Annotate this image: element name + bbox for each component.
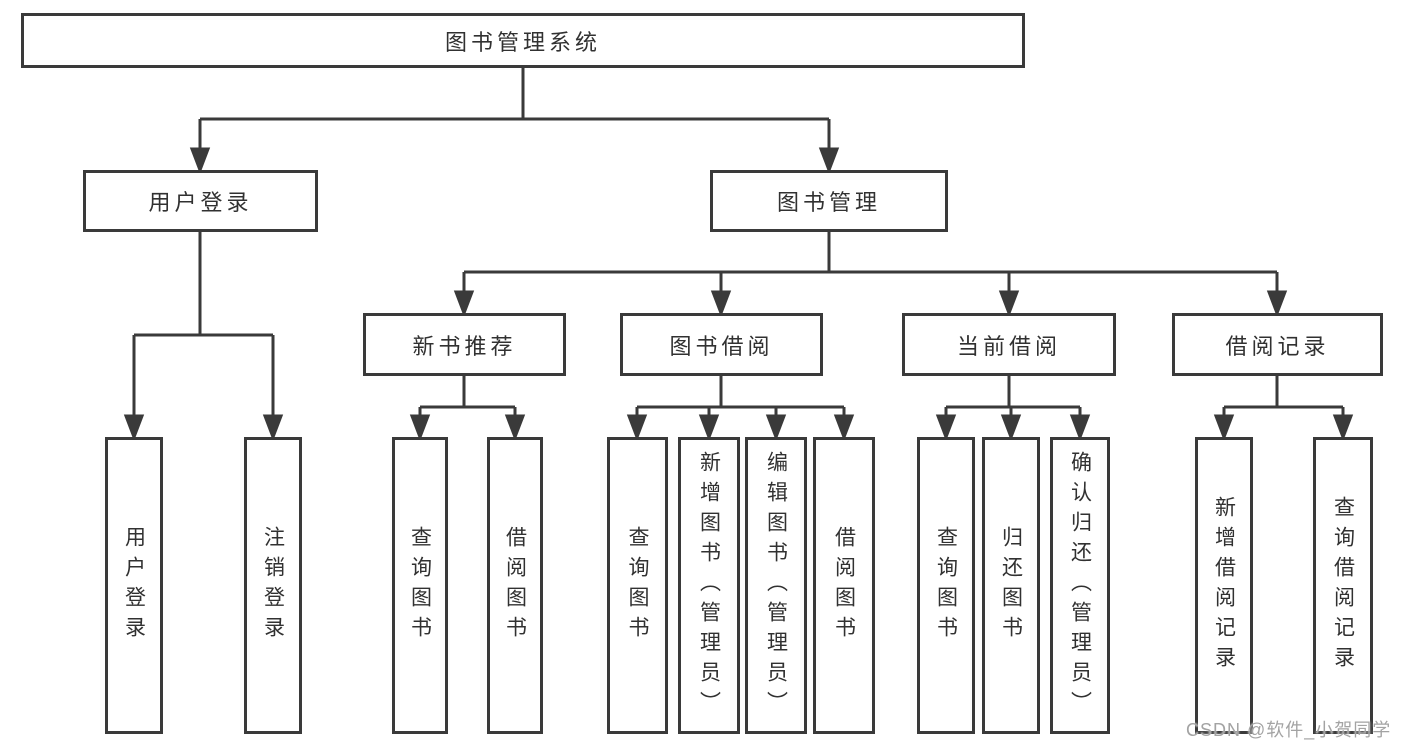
node-borrow-records: 借阅记录 [1172, 313, 1383, 376]
arrow-down-icon [504, 414, 526, 442]
arrow-down-icon [1213, 414, 1235, 442]
arrow-down-icon [1266, 290, 1288, 318]
arrow-down-icon [409, 414, 431, 442]
connector-book-borrow-children [626, 376, 855, 442]
connector-book-mgmt-children [453, 232, 1288, 318]
node-leaf-query-books-1: 查询图书 [392, 437, 448, 734]
node-new-book-recommend: 新书推荐 [363, 313, 566, 376]
connector-borrow-records-children [1213, 376, 1354, 442]
node-book-management: 图书管理 [710, 170, 948, 232]
connector-new-book-children [409, 376, 526, 442]
arrow-down-icon [189, 147, 211, 175]
node-user-login: 用户登录 [83, 170, 318, 232]
node-leaf-confirm-return-admin: 确认归还（管理员） [1050, 437, 1110, 734]
connector-line [198, 68, 831, 152]
arrow-down-icon [1069, 414, 1091, 442]
arrow-down-icon [453, 290, 475, 318]
node-current-borrow: 当前借阅 [902, 313, 1116, 376]
csdn-watermark: CSDN @软件_小贺同学 [1186, 720, 1392, 740]
connector-line [418, 376, 517, 419]
node-leaf-add-borrow-record: 新增借阅记录 [1195, 437, 1253, 734]
node-leaf-query-books-2: 查询图书 [607, 437, 668, 734]
node-leaf-edit-book-admin: 编辑图书（管理员） [745, 437, 807, 734]
connector-line [462, 232, 1279, 295]
connector-line [132, 232, 275, 419]
arrow-down-icon [935, 414, 957, 442]
node-leaf-query-books-3: 查询图书 [917, 437, 975, 734]
node-book-borrow: 图书借阅 [620, 313, 823, 376]
arrow-down-icon [765, 414, 787, 442]
node-leaf-borrow-books-1: 借阅图书 [487, 437, 543, 734]
connector-user-login-children [123, 232, 284, 442]
arrow-down-icon [1000, 414, 1022, 442]
arrow-down-icon [1332, 414, 1354, 442]
arrow-down-icon [833, 414, 855, 442]
arrow-down-icon [998, 290, 1020, 318]
connector-current-borrow-children [935, 376, 1091, 442]
node-leaf-query-borrow-record: 查询借阅记录 [1313, 437, 1373, 734]
arrow-down-icon [710, 290, 732, 318]
connector-line [944, 376, 1082, 419]
arrow-down-icon [818, 147, 840, 175]
node-leaf-return-book: 归还图书 [982, 437, 1040, 734]
connector-line [1222, 376, 1345, 419]
node-leaf-add-book-admin: 新增图书（管理员） [678, 437, 740, 734]
arrow-down-icon [698, 414, 720, 442]
node-leaf-borrow-books-2: 借阅图书 [813, 437, 875, 734]
node-leaf-logout: 注销登录 [244, 437, 302, 734]
arrow-down-icon [262, 414, 284, 442]
connector-root-to-level2 [189, 68, 840, 175]
node-library-system: 图书管理系统 [21, 13, 1025, 68]
arrow-down-icon [123, 414, 145, 442]
node-leaf-user-login: 用户登录 [105, 437, 163, 734]
arrow-down-icon [626, 414, 648, 442]
connector-line [635, 376, 846, 419]
